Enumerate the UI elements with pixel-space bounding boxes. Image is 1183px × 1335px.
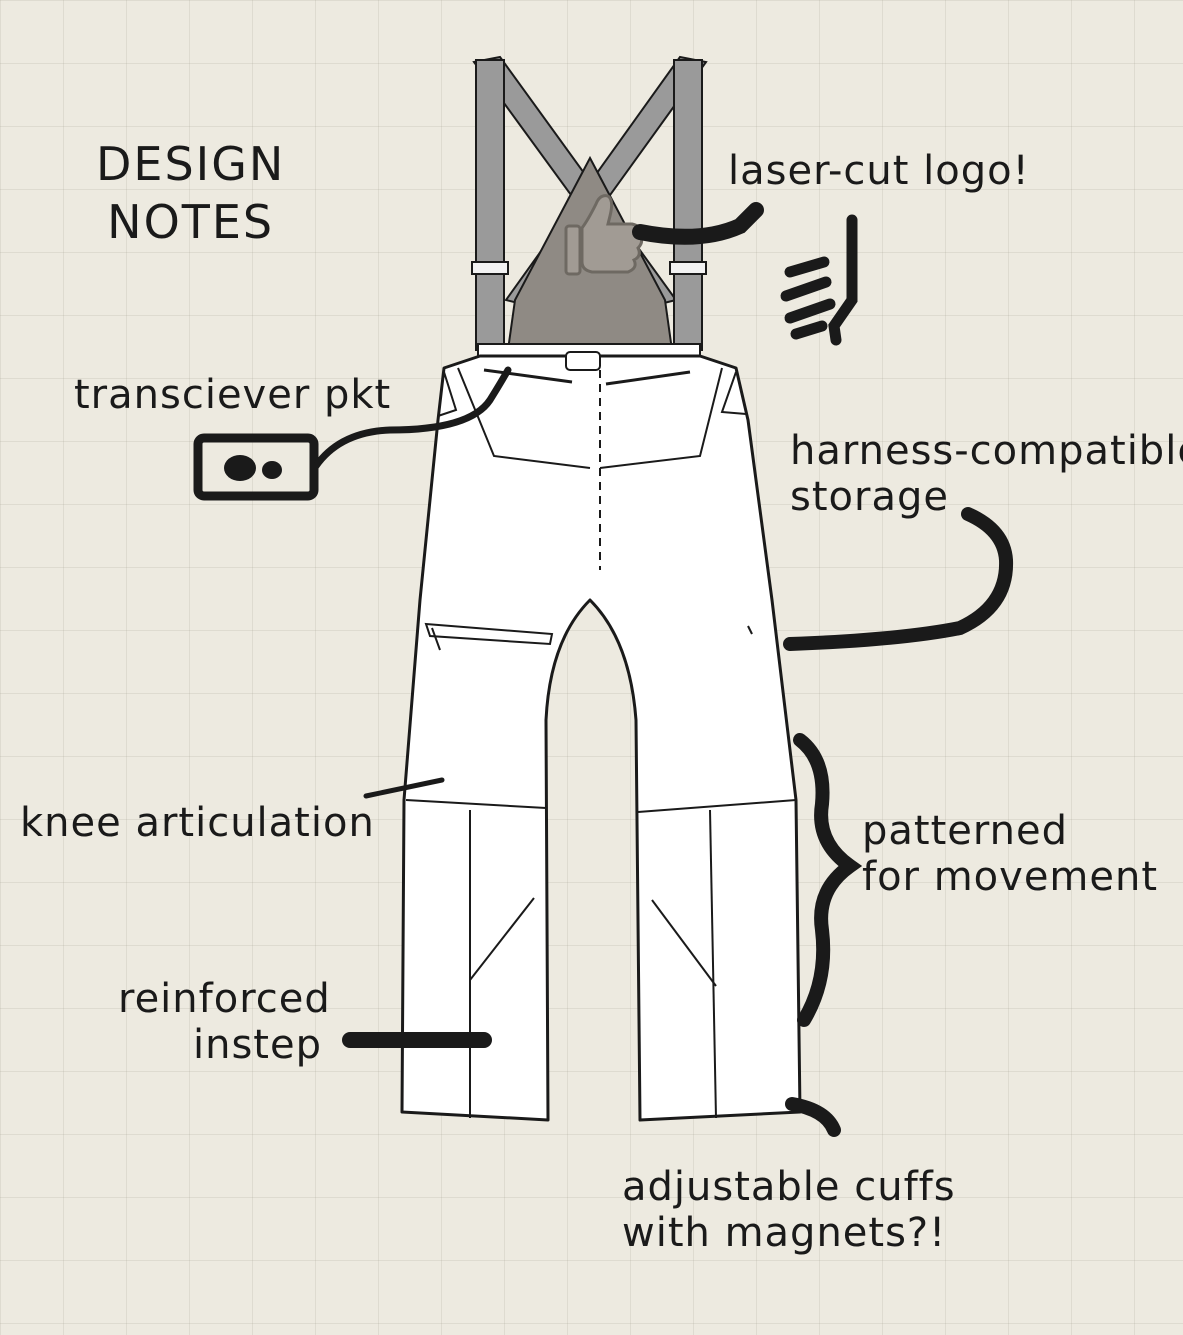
leader-lines bbox=[312, 202, 1014, 1137]
left-strap-lower bbox=[475, 59, 505, 351]
title-line-2: NOTES bbox=[107, 194, 275, 249]
knee-leader bbox=[363, 777, 445, 799]
transceiver-leader bbox=[312, 366, 512, 470]
thigh-zip-pull bbox=[431, 627, 441, 651]
right-leg-seam bbox=[709, 809, 717, 1119]
note-patterned-movement: patterned for movement bbox=[862, 808, 1158, 900]
right-pocket-zip bbox=[605, 370, 691, 386]
instep-line-1: reinforced bbox=[118, 976, 331, 1022]
note-laser-cut-logo: laser-cut logo! bbox=[728, 148, 1030, 194]
cuffs-line-1: adjustable cuffs bbox=[622, 1164, 956, 1210]
pattern-brace bbox=[793, 733, 863, 1027]
pattern-line-2: for movement bbox=[862, 854, 1159, 900]
hand-drawn-thumbs-up-icon bbox=[780, 214, 858, 346]
cuffs-leader bbox=[785, 1097, 841, 1137]
left-instep-seam bbox=[469, 897, 535, 981]
note-knee-articulation: knee articulation bbox=[20, 800, 375, 846]
left-yoke bbox=[457, 367, 591, 469]
left-chest-flap bbox=[437, 371, 458, 417]
left-knee-seam bbox=[405, 799, 547, 809]
left-strap-buckle bbox=[471, 261, 509, 275]
logo-leader bbox=[632, 202, 764, 245]
right-strap-lower bbox=[673, 59, 703, 351]
harness-leader bbox=[783, 507, 1014, 651]
waist-buckle bbox=[565, 351, 601, 371]
thigh-zip-pocket bbox=[424, 622, 554, 646]
cuffs-line-2: with magnets?! bbox=[622, 1210, 947, 1256]
note-transceiver-pocket: transciever pkt bbox=[74, 372, 392, 418]
note-adjustable-cuffs: adjustable cuffs with magnets?! bbox=[622, 1164, 956, 1256]
right-chest-flap bbox=[720, 371, 747, 415]
harness-line-1: harness-compatible bbox=[790, 428, 1183, 474]
right-yoke bbox=[599, 367, 723, 469]
pattern-line-1: patterned bbox=[862, 808, 1068, 854]
harness-line-2: storage bbox=[790, 474, 949, 520]
page-title: DESIGN NOTES bbox=[96, 136, 285, 251]
note-harness-storage: harness-compatible storage bbox=[790, 428, 1183, 520]
title-line-1: DESIGN bbox=[96, 137, 286, 191]
right-seam-tick bbox=[747, 625, 753, 635]
right-instep-seam bbox=[651, 899, 717, 987]
right-knee-seam bbox=[637, 799, 797, 813]
note-reinforced-instep: reinforced instep bbox=[118, 976, 331, 1068]
instep-line-2: instep bbox=[193, 1022, 322, 1068]
pants-body bbox=[400, 354, 802, 1122]
right-strap-buckle bbox=[669, 261, 707, 275]
thumbs-up-logo-icon bbox=[564, 194, 644, 276]
transceiver-device-icon bbox=[193, 433, 319, 501]
left-pocket-zip bbox=[483, 368, 573, 384]
